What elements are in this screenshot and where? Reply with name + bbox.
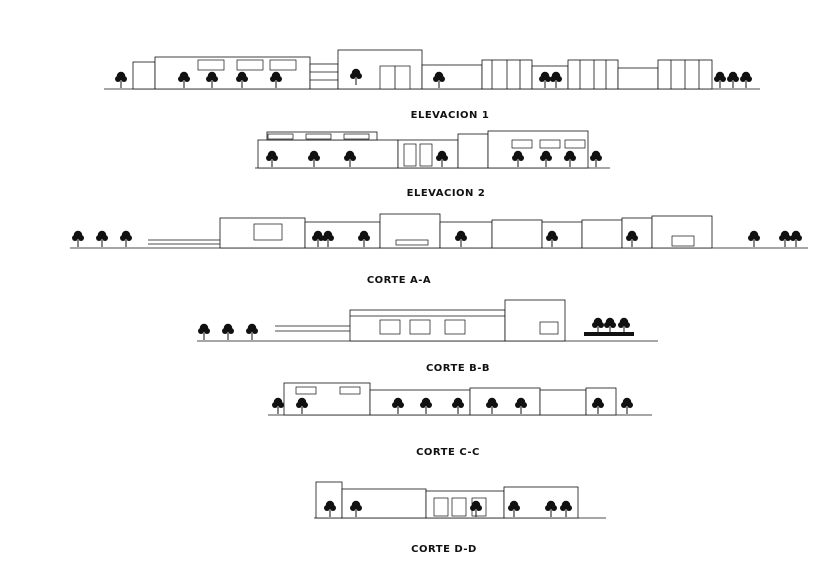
elevacion-2-drawing: ELEVACION 2 [255, 130, 610, 199]
corte-b-b-title: CORTE B-B [426, 363, 490, 374]
corte-a-a-title: CORTE A-A [367, 275, 431, 286]
corte-d-d-drawing: CORTE D-D [314, 481, 606, 555]
elevacion-1-drawing: ELEVACION 1 [104, 49, 760, 121]
elevacion-1-title: ELEVACION 1 [411, 110, 490, 121]
corte-a-a-drawing: CORTE A-A [70, 213, 808, 286]
corte-c-c-title: CORTE C-C [416, 447, 480, 458]
elevacion-2-title: ELEVACION 2 [407, 188, 486, 199]
corte-b-b-drawing: CORTE B-B [197, 299, 658, 374]
corte-c-c-drawing: CORTE C-C [268, 382, 652, 458]
corte-d-d-title: CORTE D-D [411, 544, 477, 555]
